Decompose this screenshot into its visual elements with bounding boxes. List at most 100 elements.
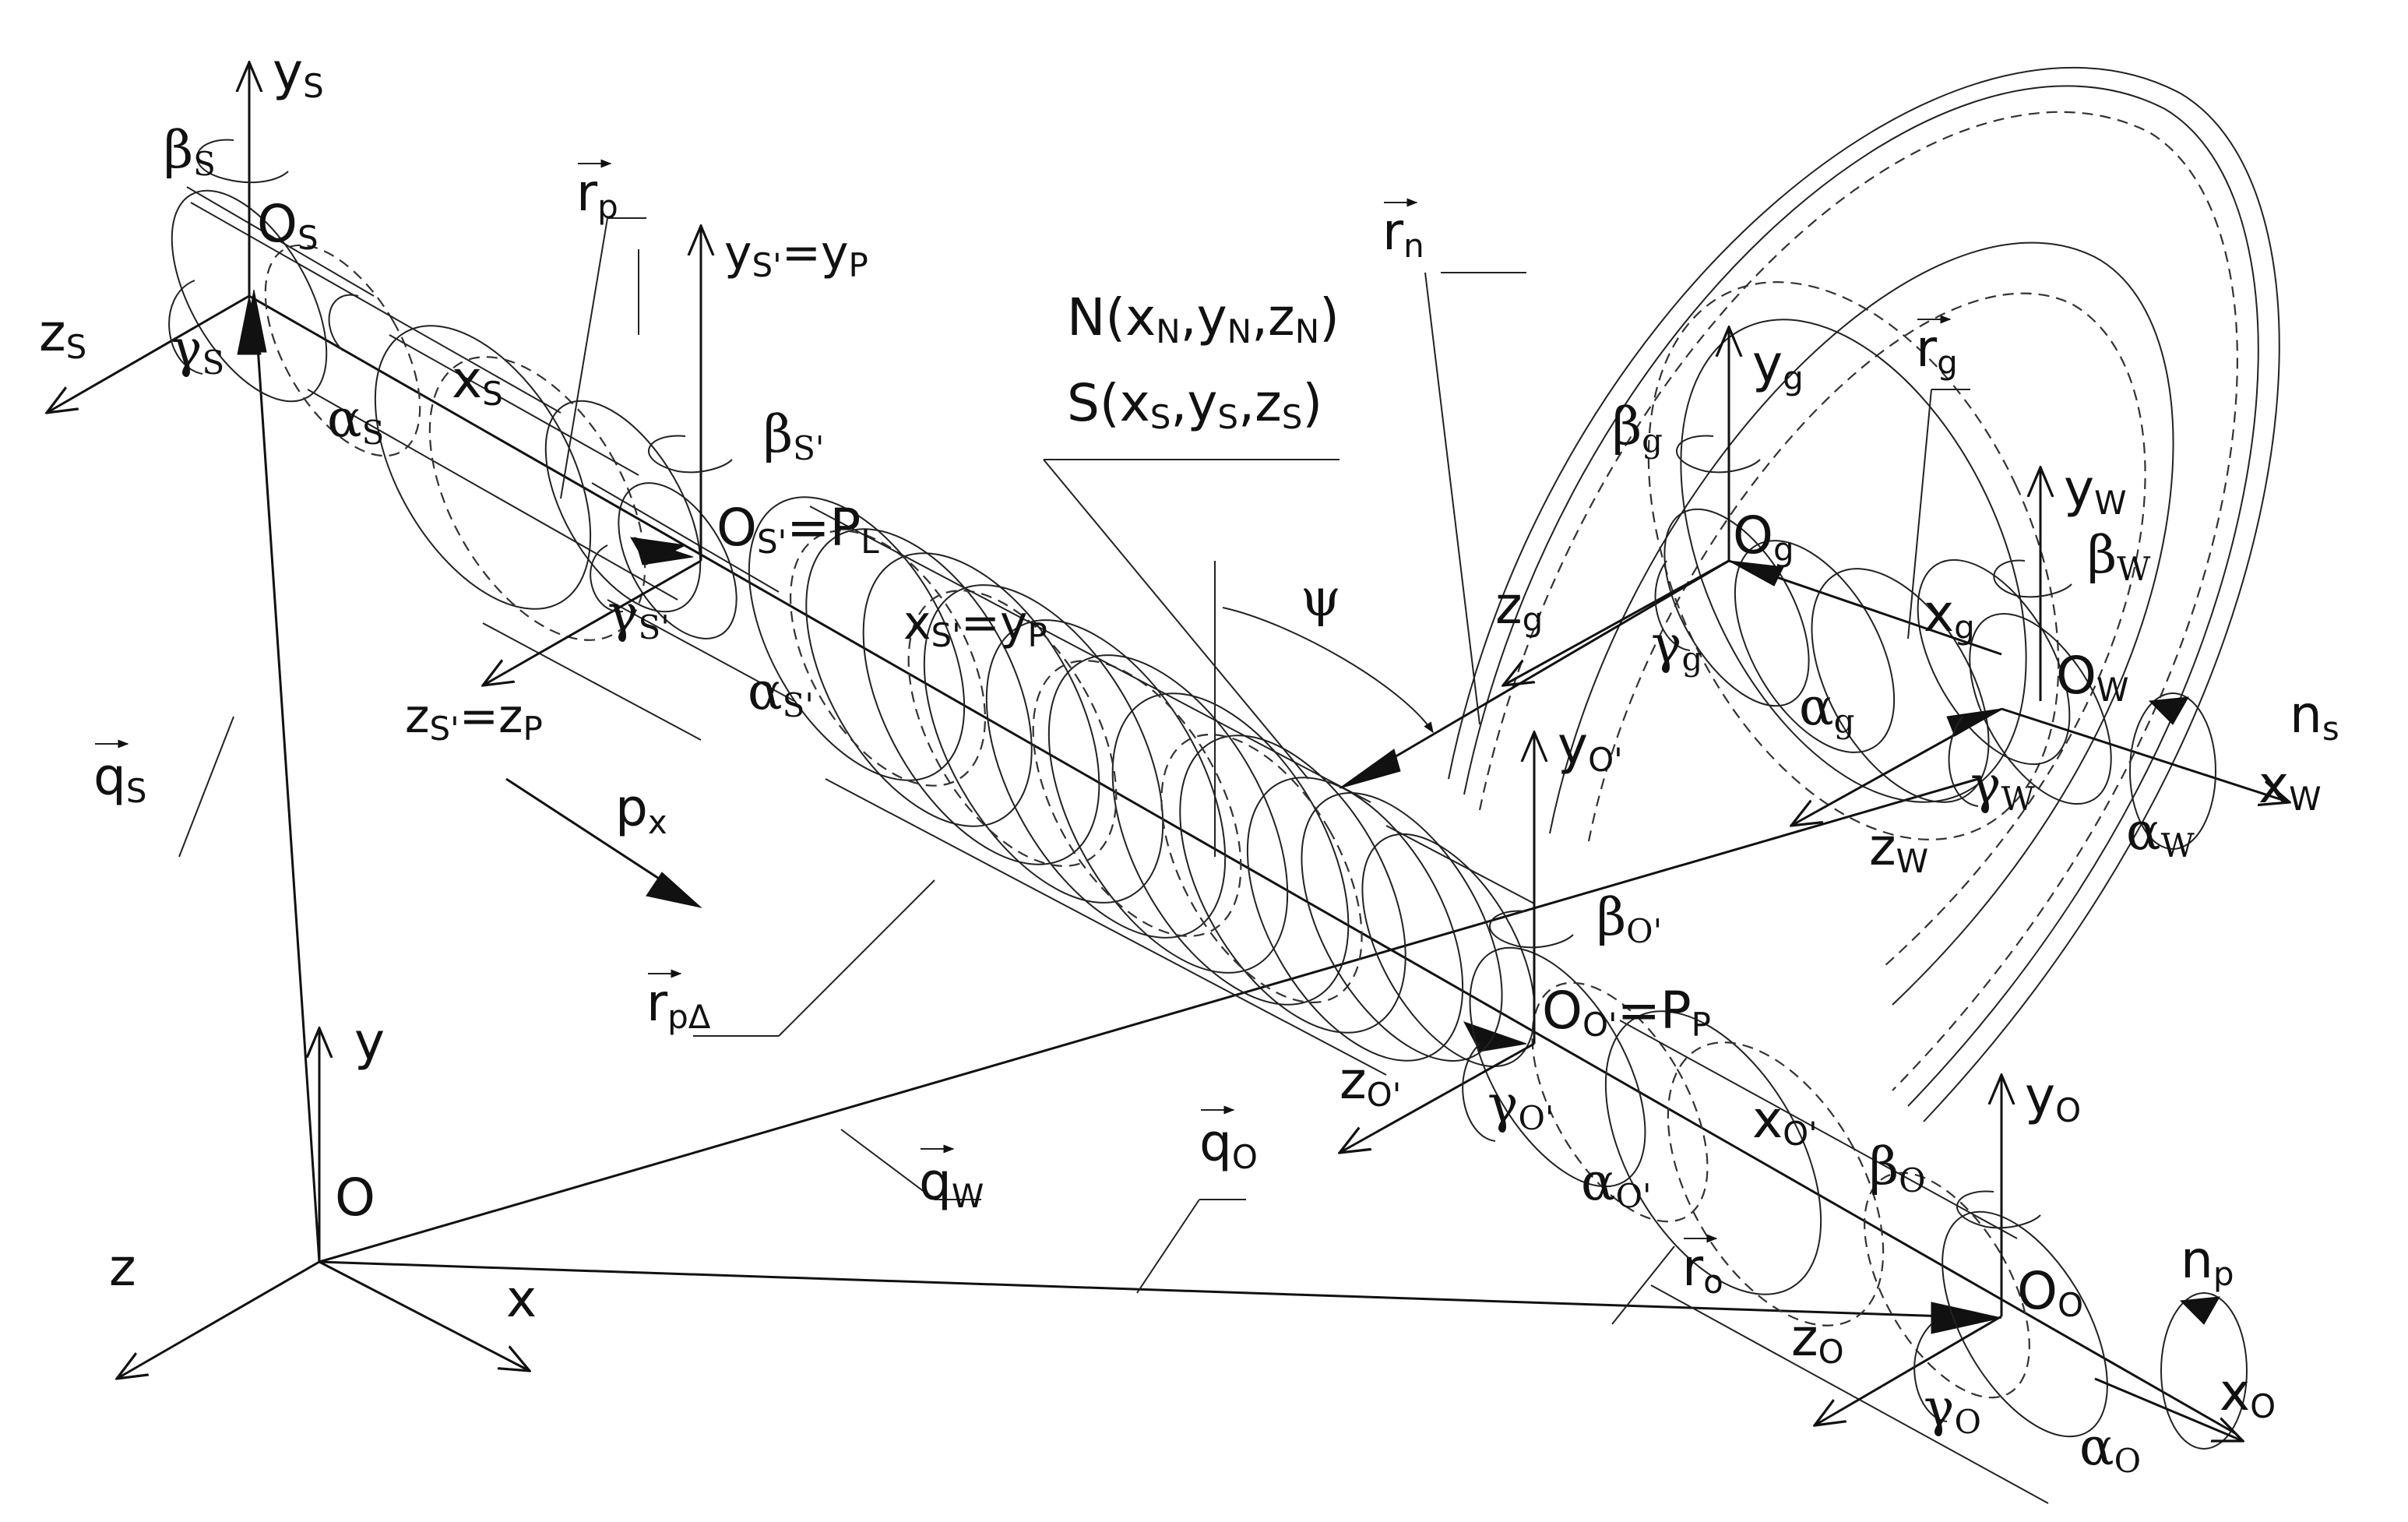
label-px: px (615, 778, 667, 841)
qo-vector (319, 1260, 1948, 1318)
osp-arrowhead (634, 537, 694, 565)
beta-sp-rotation (648, 435, 733, 474)
vector-overbars (95, 159, 1952, 1243)
gamma-w-rotation (1948, 716, 1979, 807)
px-arrowhead (646, 872, 702, 908)
label-og: Og (1733, 506, 1794, 569)
label-beta-op: βO' (1597, 887, 1662, 950)
label-xw: xW (2258, 755, 2322, 818)
label-global-x: x (506, 1269, 537, 1329)
label-gamma-o: γO (1924, 1378, 1981, 1441)
zo-axis (1815, 1315, 2002, 1425)
label-rp: rp (576, 163, 618, 226)
wheel-outer-rim (1448, 66, 2280, 1122)
label-beta-g: βg (1612, 396, 1663, 460)
label-alpha-g: αg (1799, 677, 1854, 740)
beta-op-rotation (1489, 910, 1574, 949)
label-oop: OO'=PP (1542, 981, 1711, 1044)
gamma-g-rotation (1654, 560, 1691, 651)
worm-body (748, 496, 1536, 1076)
label-point-n: N(xN,yN,zN) (1067, 287, 1340, 351)
beta-s-rotation (196, 139, 289, 184)
gamma-sp-rotation (590, 544, 624, 613)
axis-line (248, 294, 2236, 1435)
global-z-axis (117, 1260, 320, 1379)
label-zop: zO' (1340, 1051, 1401, 1114)
zsp-axis (483, 559, 702, 685)
gamma-o-rotation (1913, 1323, 1948, 1422)
label-yw: yW (2064, 459, 2127, 522)
label-gamma-s: γS (171, 319, 224, 382)
label-osp: OS'=PL (716, 498, 879, 561)
label-global-o: O (335, 1168, 375, 1228)
label-ys: yS (273, 42, 324, 105)
label-point-s: S(xS,yS,zS) (1067, 373, 1322, 436)
label-xsp: xS'=yP (903, 596, 1047, 654)
label-alpha-s: αS (327, 389, 384, 452)
gear-wheel (1339, 66, 2290, 1122)
label-xop: xO' (1752, 1090, 1818, 1153)
qw-vector (319, 777, 1979, 1263)
label-beta-w: βW (2087, 525, 2151, 588)
np-arrowhead (2179, 1296, 2220, 1325)
xo-axis (2094, 1377, 2243, 1441)
label-gamma-w: γW (1970, 755, 2035, 818)
label-os: OS (257, 194, 319, 257)
label-gamma-sp: γS' (607, 583, 670, 646)
label-rpd: rpΔ (646, 973, 711, 1036)
beta-g-rotation (1676, 435, 1761, 474)
label-ow: OW (2056, 646, 2128, 709)
qs-vector (254, 311, 321, 1263)
label-beta-sp: βS' (763, 404, 824, 467)
gamma-s-rotation (168, 280, 203, 375)
np-rotation (2160, 1292, 2248, 1450)
label-np: np (2181, 1230, 2234, 1293)
px-arrow (505, 777, 686, 897)
qo-arrowhead (1931, 1302, 2002, 1334)
label-zo: zO (1791, 1308, 1844, 1371)
label-alpha-op: αO' (1581, 1152, 1652, 1215)
global-x-axis (319, 1260, 530, 1371)
label-rg: rg (1916, 319, 1958, 382)
label-xs: xS (452, 350, 503, 413)
gamma-op-rotation (1462, 1043, 1496, 1142)
label-global-y: y (354, 1012, 385, 1072)
frame-o-prime (1340, 732, 1534, 1153)
leader-lines (178, 217, 1970, 1325)
frame-s-prime (483, 226, 701, 685)
frame-o (1815, 1075, 2001, 1425)
label-alpha-o: αO (2079, 1417, 2141, 1480)
label-global-z: z (109, 1238, 136, 1298)
label-qw: qW (919, 1152, 984, 1215)
zs-axis (47, 294, 250, 413)
beta-o-rotation (1956, 1190, 2041, 1229)
rotation-symbols (168, 139, 2248, 1450)
label-beta-s: βS (164, 120, 216, 183)
label-zs: zS (39, 303, 86, 366)
labels: yS zS xS OS βS γS αS qS rp yS'=yP OS'=PL… (39, 42, 2339, 1480)
label-qo: qO (1199, 1113, 1258, 1176)
label-yop: yO' (1558, 716, 1623, 779)
label-alpha-sp: αS' (748, 661, 814, 724)
psi-arc (1222, 607, 1434, 734)
label-zsp: zS'=zP (405, 689, 543, 748)
label-xo: xO (2220, 1362, 2276, 1425)
alpha-s-rotation (328, 294, 359, 351)
zop-axis (1340, 1042, 1535, 1153)
beta-w-rotation (1993, 559, 2072, 598)
os-arrowhead (237, 295, 262, 355)
ow-arrowhead (1946, 708, 2002, 737)
label-qs: qS (93, 747, 147, 810)
label-alpha-w: αW (2126, 802, 2195, 865)
label-gamma-g: γg (1651, 615, 1702, 678)
label-zw: zW (1869, 817, 1928, 880)
left-spindle (171, 186, 795, 741)
right-spindle (1469, 946, 2108, 1504)
label-rn: rn (1382, 202, 1424, 265)
label-gamma-op: γO' (1487, 1074, 1554, 1137)
label-psi: ψ (1301, 568, 1341, 628)
rn-arrowhead (1339, 749, 1401, 789)
label-beta-o: βO (1869, 1136, 1926, 1200)
label-oo: OO (2017, 1261, 2083, 1324)
